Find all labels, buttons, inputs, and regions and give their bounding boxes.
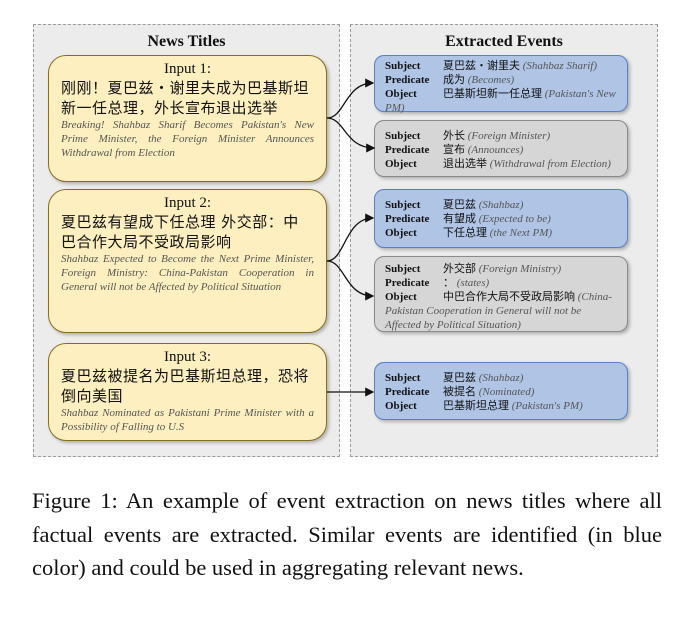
predicate-value: 被提名 [443, 385, 476, 398]
event-box-3: Subject 夏巴兹 (Shahbaz) Predicate 有望成 (Expec… [374, 189, 628, 248]
arrow-input1-event1 [326, 78, 375, 119]
subject-value: 夏巴兹・谢里夫 [443, 59, 520, 72]
subject-translation: (Shahbaz) [478, 199, 524, 211]
object-key: Object [385, 291, 417, 303]
arrow-input2-event3 [326, 213, 375, 262]
subject-translation: (Foreign Minister) [467, 130, 551, 142]
input-box-1: Input 1: 刚刚！夏巴兹・谢里夫成为巴基斯坦新一任总理，外长宣布退出选举 … [48, 55, 327, 182]
input-chinese-title: 夏巴兹被提名为巴基斯坦总理，恐将倒向美国 [61, 367, 310, 405]
object-translation: (China-Pakistan Cooperation in General w… [385, 291, 612, 331]
subject-translation: (Shahbaz) [478, 372, 524, 384]
predicate-key: Predicate [385, 386, 430, 398]
object-key: Object [385, 158, 417, 170]
predicate-value: 宣布 [443, 143, 465, 156]
subject-value: 夏巴兹 [443, 198, 476, 211]
arrow-input1-event2 [326, 117, 376, 153]
predicate-value: ： [443, 276, 454, 289]
object-value: 巴基斯坦总理 [443, 399, 509, 412]
object-value: 中巴合作大局不受政局影响 [443, 290, 575, 303]
event-box-4: Subject 外交部 (Foreign Ministry) Predicate ：… [374, 256, 628, 332]
event-box-1: Subject 夏巴兹・谢里夫 (Shahbaz Sharif) Predicat… [374, 55, 628, 114]
input-chinese-title: 刚刚！夏巴兹・谢里夫成为巴基斯坦新一任总理，外长宣布退出选举 [61, 79, 310, 117]
input-english-title: Shahbaz Expected to Become the Next Prim… [61, 253, 314, 293]
predicate-translation: (Becomes) [467, 74, 515, 86]
object-value: 巴基斯坦新一任总理 [443, 87, 542, 100]
object-value: 退出选举 [443, 157, 487, 170]
object-translation: (the Next PM) [489, 227, 553, 239]
predicate-translation: (Nominated) [478, 386, 535, 398]
arrow-input2-event4 [326, 260, 375, 301]
subject-key: Subject [385, 263, 421, 275]
predicate-key: Predicate [385, 277, 430, 289]
panel-title: News Titles [147, 33, 226, 50]
subject-translation: (Foreign Ministry) [478, 263, 562, 275]
event-box-5: Subject 夏巴兹 (Shahbaz) Predicate 被提名 (Nomin… [374, 362, 628, 420]
object-translation: (Pakistan's PM) [511, 400, 583, 412]
input-english-title: Shahbaz Nominated as Pakistani Prime Min… [61, 407, 314, 433]
subject-key: Subject [385, 130, 421, 142]
subject-translation: (Shahbaz Sharif) [522, 60, 597, 72]
input-box-2: Input 2: 夏巴兹有望成下任总理 外交部：中巴合作大局不受政局影响 Sha… [48, 189, 327, 333]
predicate-key: Predicate [385, 74, 430, 86]
input-chinese-title: 夏巴兹有望成下任总理 外交部：中巴合作大局不受政局影响 [61, 213, 299, 251]
predicate-value: 成为 [443, 73, 465, 86]
subject-key: Subject [385, 60, 421, 72]
object-value: 下任总理 [443, 226, 487, 239]
object-key: Object [385, 400, 417, 412]
input-label: Input 1: [163, 61, 212, 77]
subject-key: Subject [385, 199, 421, 211]
predicate-key: Predicate [385, 213, 430, 225]
predicate-translation: (Announces) [467, 144, 524, 156]
figure-caption: Figure 1: An example of event extraction… [32, 488, 662, 580]
object-translation: (Withdrawal from Election) [489, 158, 611, 170]
event-box-2: Subject 外长 (Foreign Minister) Predicate 宣布… [374, 120, 628, 177]
panel-title: Extracted Events [445, 33, 563, 50]
input-box-3: Input 3: 夏巴兹被提名为巴基斯坦总理，恐将倒向美国 Shahbaz No… [48, 343, 327, 441]
input-label: Input 3: [163, 349, 212, 365]
predicate-key: Predicate [385, 144, 430, 156]
predicate-value: 有望成 [443, 212, 476, 225]
subject-value: 外交部 [443, 262, 476, 275]
input-english-title: Breaking! Shahbaz Sharif Becomes Pakista… [61, 119, 314, 159]
subject-value: 外长 [443, 129, 465, 142]
object-translation: (Pakistan's New PM) [385, 88, 616, 114]
predicate-translation: (Expected to be) [478, 213, 551, 225]
object-key: Object [385, 88, 417, 100]
object-key: Object [385, 227, 417, 239]
subject-key: Subject [385, 372, 421, 384]
predicate-translation: (states) [456, 277, 490, 289]
input-label: Input 2: [163, 195, 212, 211]
subject-value: 夏巴兹 [443, 371, 476, 384]
